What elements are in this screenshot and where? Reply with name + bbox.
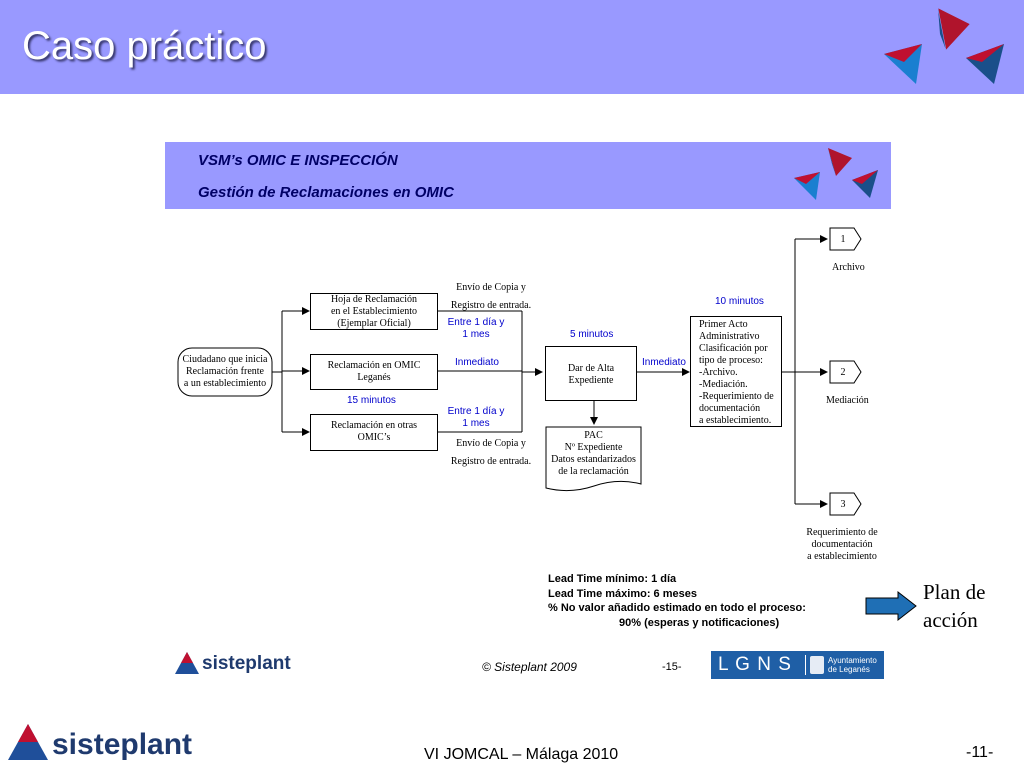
lead-time-min: Lead Time mínimo: 1 día xyxy=(548,573,677,585)
time-15min: 15 minutos xyxy=(347,395,396,406)
output-2-label: Mediación xyxy=(826,395,869,406)
time-5min: 5 minutos xyxy=(570,329,614,340)
label-line: documentación xyxy=(811,539,873,550)
box-line: en el Establecimiento xyxy=(330,306,418,317)
time-10min: 10 minutos xyxy=(715,296,764,307)
lgns-divider xyxy=(805,655,806,675)
page-title: Caso práctico xyxy=(22,24,267,68)
box-line: PAC xyxy=(584,430,603,441)
label-line: a establecimiento xyxy=(807,551,877,562)
dar-alta-box: Dar de Alta Expediente xyxy=(545,346,637,401)
sisteplant-logo-icon xyxy=(175,652,199,674)
plan-line: Plan de xyxy=(923,580,986,604)
sisteplant-footer-logo-icon xyxy=(8,724,48,760)
label-line: Registro de entrada. xyxy=(450,456,532,467)
banner-triangle-icon xyxy=(794,148,878,200)
box-line: -Archivo. xyxy=(699,367,738,378)
box-line: OMIC’s xyxy=(357,432,391,443)
pac-document: PAC Nº Expediente Datos estandarizados d… xyxy=(546,430,641,478)
label-line: Envío de Copia y xyxy=(456,438,526,449)
output-2-number: 2 xyxy=(840,367,846,378)
primer-acto-box: Primer Acto Administrativo Clasificación… xyxy=(690,316,782,427)
plan-line: acción xyxy=(923,608,978,632)
label-line: Envío de Copia y xyxy=(456,282,526,293)
footer-logo-text: sisteplant xyxy=(52,728,193,761)
ayuntamiento-label: Ayuntamiento de Leganés xyxy=(828,656,877,674)
output-1-label: Archivo xyxy=(832,262,865,273)
box-line: Leganés xyxy=(357,372,391,383)
block-arrow-icon xyxy=(865,590,917,622)
time-inmediato-1: Inmediato xyxy=(455,357,499,368)
box-line: Clasificación por xyxy=(699,343,768,354)
inner-page-number: -15- xyxy=(662,661,682,673)
start-line: Ciudadano que inicia xyxy=(182,354,268,365)
hoja-reclamacion-box: Hoja de Reclamación en el Establecimient… xyxy=(310,293,438,330)
envio-bottom-label: Envío de Copia y Registro de entrada. xyxy=(440,435,542,471)
box-line: Dar de Alta xyxy=(567,363,615,374)
time-line: Entre 1 día y xyxy=(447,317,505,328)
crest-icon xyxy=(810,656,824,674)
box-line: Expediente xyxy=(568,375,614,386)
footer-event: VI JOMCAL – Málaga 2010 xyxy=(424,746,619,763)
triangle-cluster-icon xyxy=(884,7,1004,84)
box-line: Primer Acto xyxy=(699,319,748,330)
start-terminator: Ciudadano que inicia Reclamación frente … xyxy=(178,354,272,390)
no-value-percent: 90% (esperas y notificaciones) xyxy=(619,616,780,629)
output-3-label: Requerimiento de documentación a estable… xyxy=(796,527,888,563)
start-line: Reclamación frente xyxy=(185,366,264,377)
time-entre-bottom: Entre 1 día y 1 mes xyxy=(440,406,512,430)
header-bar xyxy=(0,0,1024,94)
no-value-label: % No valor añadido estimado en todo el p… xyxy=(548,602,806,614)
box-line: Reclamación en otras xyxy=(330,420,418,431)
time-line: 1 mes xyxy=(462,329,490,340)
lgns-banner xyxy=(711,651,884,679)
output-1-number: 1 xyxy=(840,234,846,245)
time-line: Entre 1 día y xyxy=(447,406,505,417)
inner-logo-text: sisteplant xyxy=(202,653,291,674)
footer-page-number: -11- xyxy=(966,744,994,761)
otras-omic-box: Reclamación en otras OMIC’s xyxy=(310,414,438,451)
omic-leganes-box: Reclamación en OMIC Leganés xyxy=(310,354,438,390)
box-line: Hoja de Reclamación xyxy=(330,294,418,305)
box-line: a establecimiento. xyxy=(699,415,772,426)
time-entre-top: Entre 1 día y 1 mes xyxy=(440,317,512,341)
output-3-number: 3 xyxy=(840,499,846,510)
lead-time-max: Lead Time máximo: 6 meses xyxy=(548,587,697,600)
time-line: 1 mes xyxy=(462,418,490,429)
box-line: de la reclamación xyxy=(558,466,629,477)
box-line: -Requerimiento de xyxy=(699,391,774,402)
start-line: a un establecimiento xyxy=(183,378,267,389)
ayto-line: Ayuntamiento xyxy=(828,656,877,665)
plan-accion-label: Plan de acción xyxy=(923,578,985,634)
label-line: Requerimiento de xyxy=(806,527,878,538)
banner-line2: Gestión de Reclamaciones en OMIC xyxy=(198,184,454,201)
box-line: Administrativo xyxy=(699,331,760,342)
label-line: Registro de entrada. xyxy=(450,300,532,311)
box-line: Reclamación en OMIC xyxy=(327,360,421,371)
box-line: -Mediación. xyxy=(699,379,748,390)
diagram-banner xyxy=(165,142,891,209)
box-line: documentación xyxy=(699,403,761,414)
box-line: Datos estandarizados xyxy=(551,454,636,465)
lgns-text: L G N S xyxy=(718,654,792,675)
box-line: (Ejemplar Oficial) xyxy=(337,318,411,329)
box-line: Nº Expediente xyxy=(564,442,623,453)
lead-time-block: Lead Time mínimo: 1 día Lead Time máximo… xyxy=(548,572,806,630)
banner-line1: VSM’s OMIC E INSPECCIÓN xyxy=(198,152,398,169)
envio-top-label: Envío de Copia y Registro de entrada. xyxy=(440,279,542,315)
ayto-line: de Leganés xyxy=(828,665,870,674)
box-line: tipo de proceso: xyxy=(699,355,763,366)
time-inmediato-2: Inmediato xyxy=(642,357,686,368)
inner-copyright: © Sisteplant 2009 xyxy=(482,660,577,674)
